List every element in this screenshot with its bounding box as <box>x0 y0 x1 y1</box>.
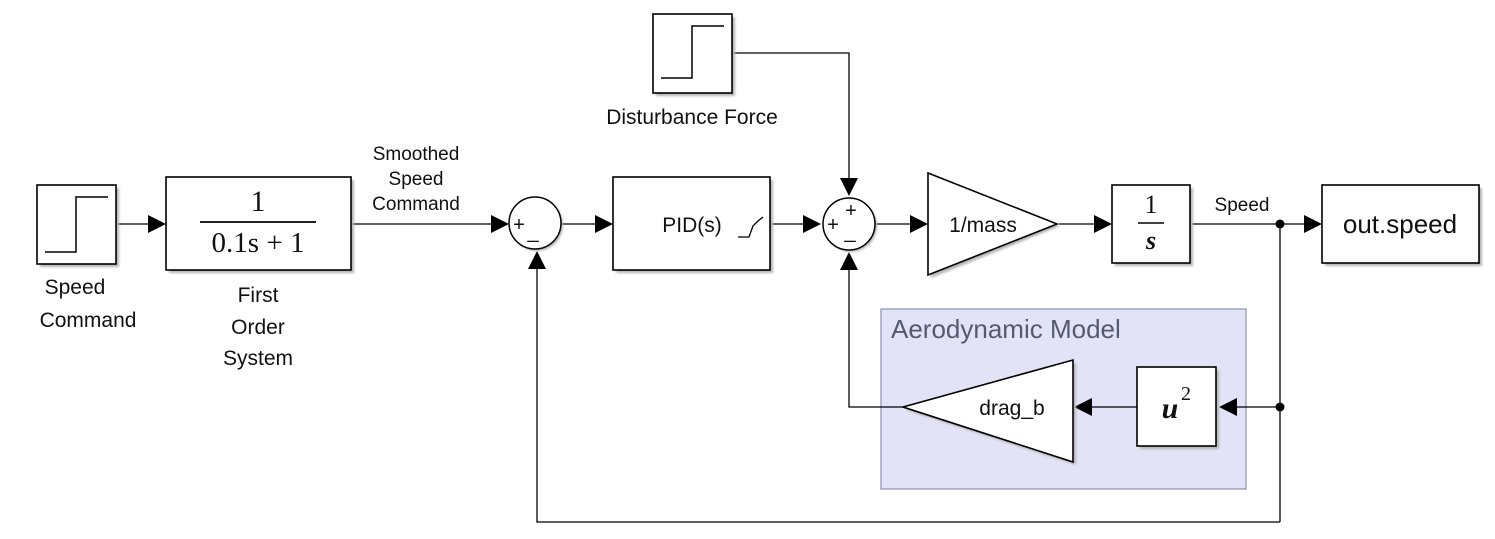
integrator-block[interactable]: 1 s <box>1111 184 1193 266</box>
signal-arrowheads <box>148 178 1322 416</box>
square-function-exponent: 2 <box>1181 383 1191 405</box>
square-function-base: u <box>1162 392 1179 425</box>
first-order-label-line2: Order <box>231 316 285 339</box>
drag-gain-block[interactable]: drag_b <box>900 358 1076 465</box>
sum-block-2[interactable]: + + _ <box>822 197 877 252</box>
gain-mass-label: 1/mass <box>949 214 1017 237</box>
first-order-denominator: 0.1s + 1 <box>212 227 305 259</box>
gain-mass-block[interactable]: 1/mass <box>927 171 1060 278</box>
sum-block-1[interactable]: + _ <box>508 196 563 251</box>
disturbance-force-label: Disturbance Force <box>606 106 778 129</box>
integrator-numerator: 1 <box>1145 190 1158 219</box>
sum2-plus-left: + <box>827 214 839 236</box>
speed-command-label: Speed <box>45 276 106 299</box>
step-icon <box>45 196 108 253</box>
speed-command-label-line2: Command <box>40 309 137 332</box>
first-order-numerator: 1 <box>251 185 266 218</box>
step-icon <box>661 25 724 79</box>
aero-subsystem-title: Aerodynamic Model <box>891 314 1121 344</box>
smoothed-signal-label-line2: Speed <box>389 169 444 190</box>
output-label: out.speed <box>1343 209 1457 239</box>
branch-point-feedback <box>1275 402 1285 412</box>
drag-gain-label: drag_b <box>979 397 1044 420</box>
first-order-system-block[interactable]: 1 0.1s + 1 <box>165 176 354 273</box>
disturbance-force-step-block[interactable] <box>652 13 735 96</box>
speed-signal-label: Speed <box>1215 195 1270 216</box>
integrator-denominator: s <box>1145 226 1156 255</box>
sum2-plus-top: + <box>845 200 857 222</box>
branch-point-speed <box>1275 219 1285 229</box>
sum2-minus-sign: _ <box>843 221 856 243</box>
first-order-label-line3: System <box>223 347 293 370</box>
smoothed-signal-label-line3: Command <box>372 194 460 215</box>
speed-command-step-block[interactable] <box>36 184 119 267</box>
pid-step-response-icon <box>738 216 764 238</box>
signal-wires <box>117 52 1306 523</box>
sum1-minus-sign: _ <box>526 221 539 243</box>
first-order-label-line1: First <box>238 284 279 307</box>
pid-controller-block[interactable]: PID(s) <box>612 176 773 273</box>
pid-label: PID(s) <box>662 214 722 237</box>
sum1-plus-sign: + <box>513 214 525 236</box>
square-function-block[interactable]: u 2 <box>1136 366 1219 449</box>
smoothed-signal-label-line1: Smoothed <box>373 144 460 165</box>
output-to-workspace-block[interactable]: out.speed <box>1321 184 1482 266</box>
